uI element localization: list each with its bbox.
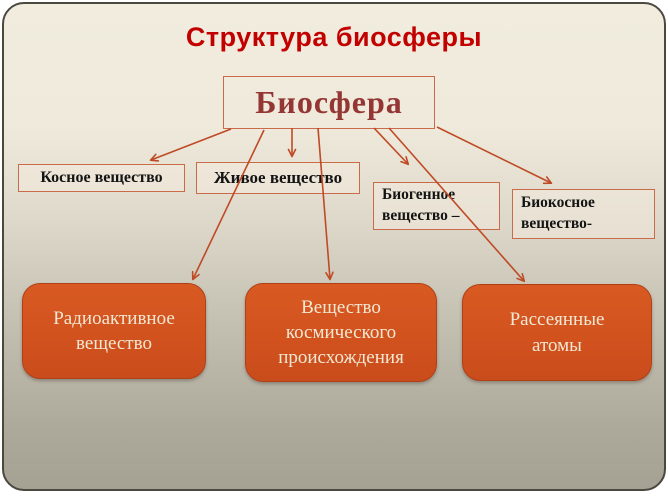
arrow-biosfera-to-kosnoe — [149, 128, 232, 162]
node-biokosnoe-label: Биокосное вещество- — [521, 194, 595, 232]
node-zhivoe-veshchestvo: Живое вещество — [196, 162, 360, 194]
node-biogennoe-label: Биогенное вещество – — [382, 186, 460, 224]
node-kosnoe-label: Косное вещество — [40, 169, 163, 187]
slide-background — [2, 2, 666, 491]
arrow-biosfera-to-biogennoe — [373, 127, 410, 166]
node-kosmicheskoe-label: Вещество космического происхождения — [278, 296, 404, 369]
node-radioaktivnoe-veshchestvo: Радиоактивное вещество — [22, 283, 206, 379]
slide-title: Структура биосферы — [185, 22, 483, 52]
node-rasseyannye-atomy: Рассеянные атомы — [462, 284, 652, 381]
node-kosnoe-veshchestvo: Косное вещество — [18, 164, 185, 192]
arrow-biosfera-to-radioaktivnoe — [191, 129, 265, 281]
node-biokosnoe-veshchestvo: Биокосное вещество- — [512, 189, 655, 239]
node-zhivoe-label: Живое вещество — [213, 167, 343, 187]
node-biosfera-label: Биосфера — [255, 84, 403, 120]
node-radioaktivnoe-label: Радиоактивное вещество — [53, 307, 175, 354]
node-rasseyannye-label: Рассеянные атомы — [509, 309, 605, 356]
node-biosfera: Биосфера — [223, 76, 435, 129]
node-veshchestvo-kosmicheskogo-proiskhozhdeniya: Вещество космического происхождения — [245, 283, 437, 382]
arrow-biosfera-to-kosmicheskoe — [317, 127, 334, 281]
node-biogennoe-veshchestvo: Биогенное вещество – — [373, 182, 500, 230]
arrow-biosfera-to-biokosnoe — [436, 126, 553, 185]
